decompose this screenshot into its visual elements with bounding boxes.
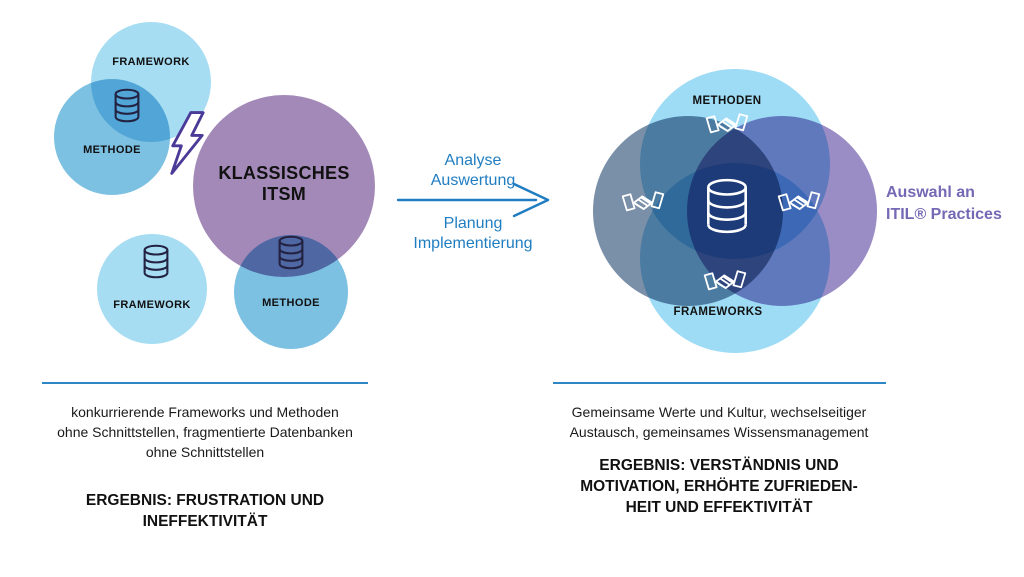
methode-bottom-label: METHODE	[262, 297, 320, 309]
left-note-line: konkurrierende Frameworks und Methoden	[71, 404, 339, 420]
lightning-bolt-icon	[170, 111, 205, 175]
right-result-line: MOTIVATION, ERHÖHTE ZUFRIEDEN-	[580, 478, 858, 495]
transition-label-bottom: Planung Implementierung	[395, 214, 551, 254]
database-icon	[707, 178, 747, 234]
methode-top-label: METHODE	[83, 144, 141, 156]
transition-label-line: Analyse	[444, 152, 502, 169]
left-result-line: ERGEBNIS: FRUSTRATION UND	[85, 492, 325, 509]
right-result-line: ERGEBNIS: VERSTÄNDNIS UND	[599, 457, 839, 474]
left-note: konkurrierende Frameworks und Methoden o…	[30, 402, 380, 462]
klassisches-itsm-title: KLASSISCHES ITSM	[193, 163, 375, 205]
klassisches-itsm-title-line: KLASSISCHES	[218, 163, 350, 183]
framework-bottom-label: FRAMEWORK	[113, 299, 191, 311]
handshake-icon	[621, 191, 665, 212]
database-icon	[114, 88, 140, 123]
transition-label-line: Implementierung	[413, 235, 533, 252]
divider-line	[553, 382, 886, 384]
methode-circle-top	[54, 79, 170, 195]
framework-top-label: FRAMEWORK	[112, 56, 190, 68]
left-result-line: INEFFEKTIVITÄT	[142, 513, 268, 530]
left-result: ERGEBNIS: FRUSTRATION UND INEFFEKTIVITÄT	[30, 490, 380, 532]
itil-practices-label: Auswahl an ITIL® Practices	[886, 182, 1024, 226]
right-result: ERGEBNIS: VERSTÄNDNIS UND MOTIVATION, ER…	[544, 455, 894, 518]
right-note-line: Austausch, gemeinsames Wissensmanagement	[569, 424, 869, 440]
right-note: Gemeinsame Werte und Kultur, wechselseit…	[544, 402, 894, 442]
transition-label-line: Planung	[443, 215, 503, 232]
framework-circle-bottom	[97, 234, 207, 344]
transition-label-line: Auswertung	[430, 172, 516, 189]
left-note-line: ohne Schnittstellen, fragmentierte Daten…	[57, 424, 353, 440]
transition-label-top: Analyse Auswertung	[395, 151, 551, 191]
right-result-line: HEIT UND EFFEKTIVITÄT	[625, 499, 813, 516]
methoden-label: METHODEN	[692, 95, 762, 107]
frameworks-label: FRAMEWORKS	[673, 306, 763, 318]
handshake-icon	[703, 270, 747, 291]
right-note-line: Gemeinsame Werte und Kultur, wechselseit…	[571, 404, 867, 420]
database-icon	[143, 244, 169, 279]
handshake-icon	[705, 113, 749, 134]
itil-practices-label-line: Auswahl an	[886, 184, 975, 201]
divider-line	[42, 382, 368, 384]
arrow-right-icon	[396, 182, 550, 218]
database-icon	[278, 235, 304, 270]
left-note-line: ohne Schnittstellen	[145, 444, 265, 460]
itil-practices-label-line: ITIL® Practices	[886, 206, 1002, 223]
klassisches-itsm-title-line: ITSM	[261, 184, 307, 204]
handshake-icon	[777, 191, 821, 212]
